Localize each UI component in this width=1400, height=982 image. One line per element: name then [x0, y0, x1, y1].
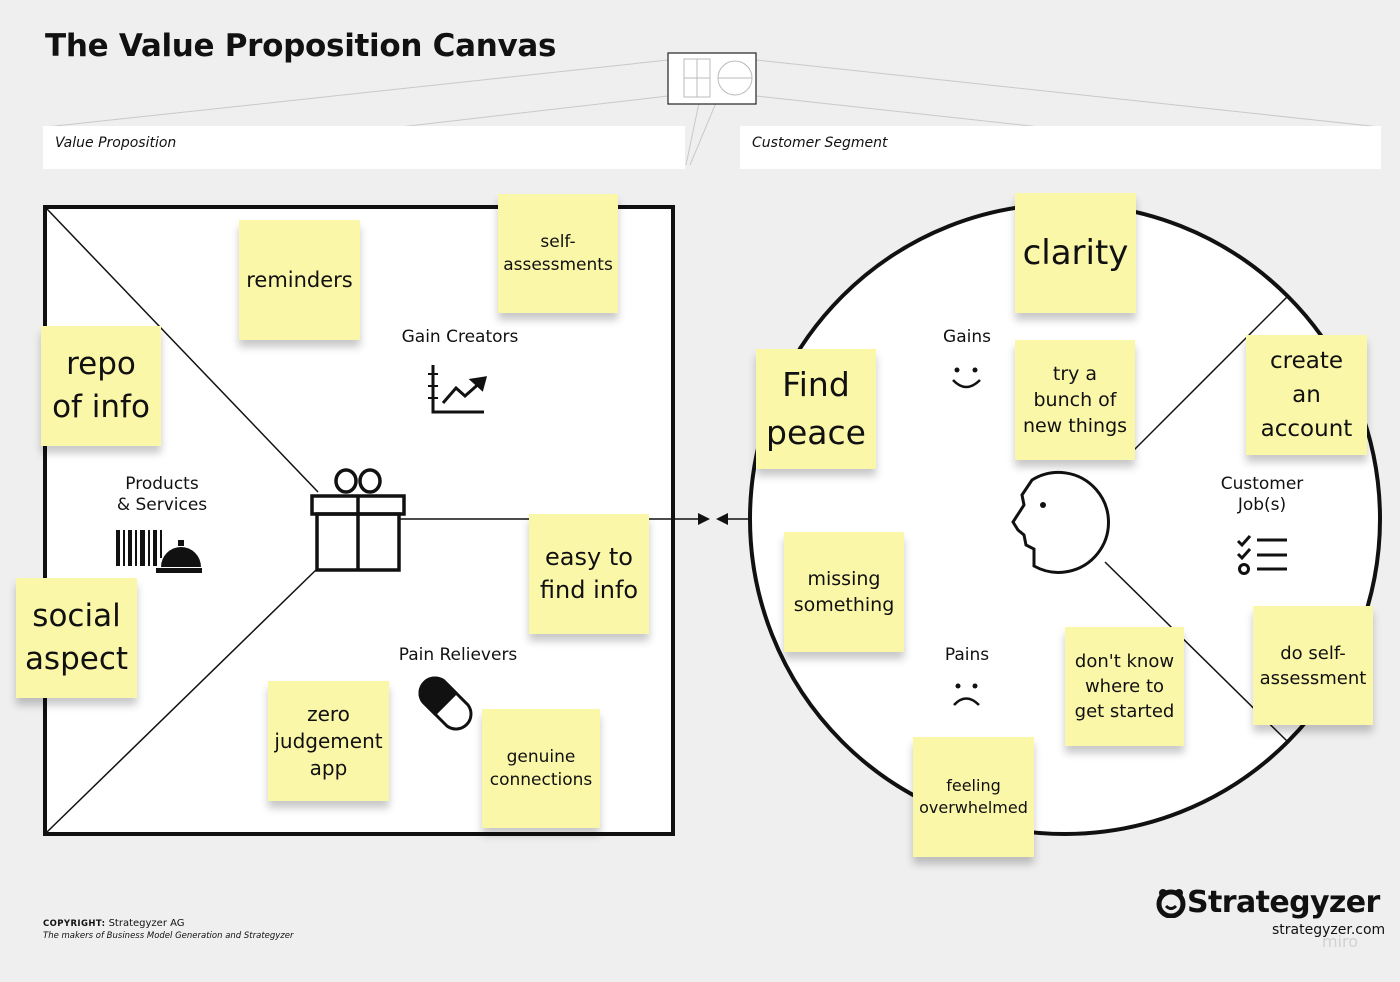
sticky-note-easy-to-find-info[interactable]: easy to find info [529, 514, 649, 634]
sticky-note-text: genuine connections [489, 746, 593, 790]
copyright-line: COPYRIGHT: Strategyzer AG [43, 918, 185, 929]
copyright-tagline: The makers of Business Model Generation … [43, 931, 294, 941]
sticky-note-text: easy to find info [539, 543, 639, 604]
sticky-note-create-an-account[interactable]: create an account [1246, 335, 1367, 455]
sticky-note-text: zero judgement app [274, 701, 383, 780]
brand-url[interactable]: strategyzer.com [1272, 922, 1386, 938]
gain-creators-label: Gain Creators [401, 327, 519, 347]
pains-label: Pains [944, 645, 990, 665]
sticky-note-genuine-connections[interactable]: genuine connections [482, 709, 600, 828]
copyright-holder: Strategyzer AG [105, 918, 185, 929]
sticky-note-text: missing something [793, 568, 895, 616]
sticky-note-repo-of-info[interactable]: repo of info [41, 326, 161, 446]
value-proposition-label: Value Proposition [55, 135, 177, 151]
sticky-note-text: create an account [1260, 348, 1353, 442]
sticky-note-text: feeling overwhelmed [919, 776, 1028, 817]
sticky-note-clarity[interactable]: clarity [1015, 193, 1136, 313]
sticky-note-reminders[interactable]: reminders [239, 220, 360, 340]
sticky-note-social-aspect[interactable]: social aspect [16, 578, 137, 698]
sticky-note-text: do self- assessment [1259, 642, 1367, 689]
copyright-label: COPYRIGHT: [43, 919, 106, 929]
sticky-note-missing-something[interactable]: missing something [784, 532, 904, 652]
frown-icon [953, 683, 980, 706]
sticky-note-text: repo of info [52, 346, 150, 425]
checklist-icon [1236, 535, 1287, 575]
sticky-note-dont-know-where[interactable]: don't know where to get started [1065, 627, 1184, 746]
sticky-note-text: clarity [1022, 233, 1129, 273]
strategyzer-logo[interactable]: Strategyzer [1155, 885, 1380, 920]
sticky-note-text: don't know where to get started [1074, 651, 1175, 722]
sticky-note-try-a-bunch[interactable]: try a bunch of new things [1015, 340, 1135, 460]
value-proposition-field[interactable]: Value Proposition [43, 126, 685, 169]
growth-chart-icon [428, 365, 488, 414]
page-title: The Value Proposition Canvas [45, 28, 557, 64]
sticky-note-text: Find peace [766, 365, 866, 452]
smile-icon [952, 367, 981, 389]
mini-canvas-icon [667, 52, 757, 105]
sticky-note-text: try a bunch of new things [1022, 363, 1128, 437]
pill-icon [418, 676, 473, 731]
strategyzer-bear-icon [1156, 888, 1186, 918]
sticky-note-feeling-overwhelmed[interactable]: feeling overwhelmed [913, 737, 1034, 857]
pain-relievers-label: Pain Relievers [398, 645, 518, 665]
sticky-note-zero-judgement-app[interactable]: zero judgement app [268, 681, 389, 801]
sticky-note-self-assessments[interactable]: self- assessments [498, 194, 618, 313]
customer-segment-label: Customer Segment [752, 135, 888, 151]
brand-name: Strategyzer [1187, 885, 1380, 920]
sticky-note-do-self-assessment[interactable]: do self- assessment [1253, 606, 1373, 725]
customer-jobs-label: Customer Job(s) [1220, 474, 1304, 515]
sticky-note-find-peace[interactable]: Find peace [756, 349, 876, 469]
products-services-label: Products & Services [116, 474, 208, 515]
customer-segment-field[interactable]: Customer Segment [740, 126, 1381, 169]
sticky-note-text: self- assessments [503, 231, 613, 275]
sticky-note-text: social aspect [24, 598, 129, 677]
gains-label: Gains [943, 327, 991, 347]
guide-lines [45, 59, 1381, 166]
miro-watermark: miro [1322, 932, 1359, 951]
gift-icon [310, 468, 406, 572]
customer-face-icon [1011, 470, 1110, 574]
sticky-note-text: reminders [246, 267, 353, 292]
barcode-bell-icon [116, 530, 202, 573]
